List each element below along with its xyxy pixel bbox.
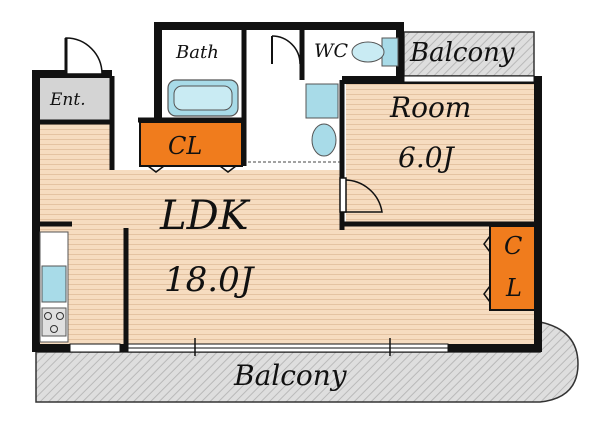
balcony-top-label: Balcony [410,38,515,68]
balcony-bottom-label: Balcony [234,359,347,392]
closet-doors [147,165,491,303]
entrance-label: Ent. [50,90,86,110]
closet-room-label-bottom: L [506,274,522,302]
wc-label: WC [314,40,349,62]
ldk-floor [36,120,538,346]
bath-label: Bath [176,42,219,63]
room-door[interactable] [339,177,383,213]
room-label: Room [390,91,472,124]
room-floor [346,80,538,222]
windows-bottom [69,338,449,356]
balcony-bottom [35,321,579,403]
washroom-door[interactable] [271,35,301,65]
closet-main-label: CL [168,132,203,160]
kitchen-sink [41,265,67,303]
stove [41,307,67,337]
entrance-door[interactable] [64,37,103,75]
ldk-label: LDK [160,193,249,239]
interior-walls [34,26,540,348]
wc-toilet [351,37,399,67]
closet-room-label-top: C [504,232,523,260]
entrance-floor [36,78,112,120]
bathtub [167,79,239,117]
window-room-top [403,75,535,83]
ldk-size: 18.0J [164,260,254,300]
kitchen-counter [39,231,69,343]
room-size: 6.0J [398,141,454,174]
toilet [311,123,337,157]
washbasin [305,83,339,119]
